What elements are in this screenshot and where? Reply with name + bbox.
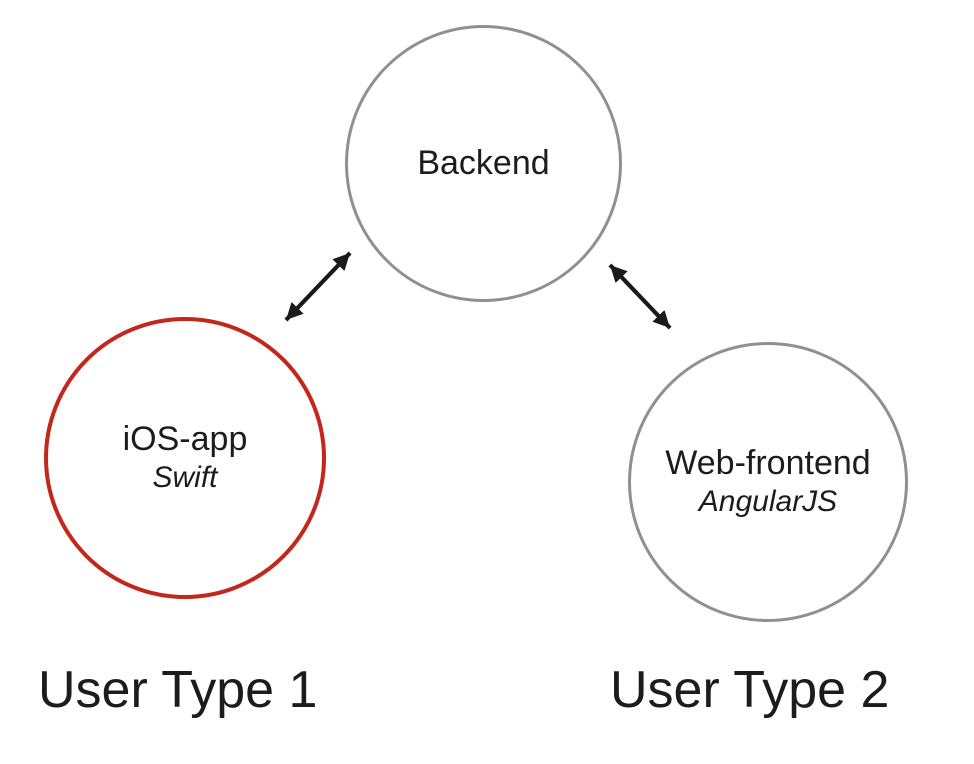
caption-user-type-2: User Type 2	[610, 661, 890, 719]
backend-web-arrow	[608, 263, 672, 330]
node-web-frontend-label: Web-frontend	[665, 444, 871, 483]
backend-ios-arrow	[284, 251, 352, 322]
node-web-frontend: Web-frontend AngularJS	[628, 342, 908, 622]
node-ios-app-label: iOS-app	[122, 420, 248, 459]
node-ios-app: iOS-app Swift	[44, 317, 326, 599]
node-ios-app-sublabel: Swift	[152, 460, 218, 494]
node-backend-label: Backend	[417, 143, 550, 182]
node-backend: Backend	[345, 25, 622, 302]
node-web-frontend-sublabel: AngularJS	[698, 484, 838, 518]
caption-user-type-1: User Type 1	[38, 661, 318, 719]
